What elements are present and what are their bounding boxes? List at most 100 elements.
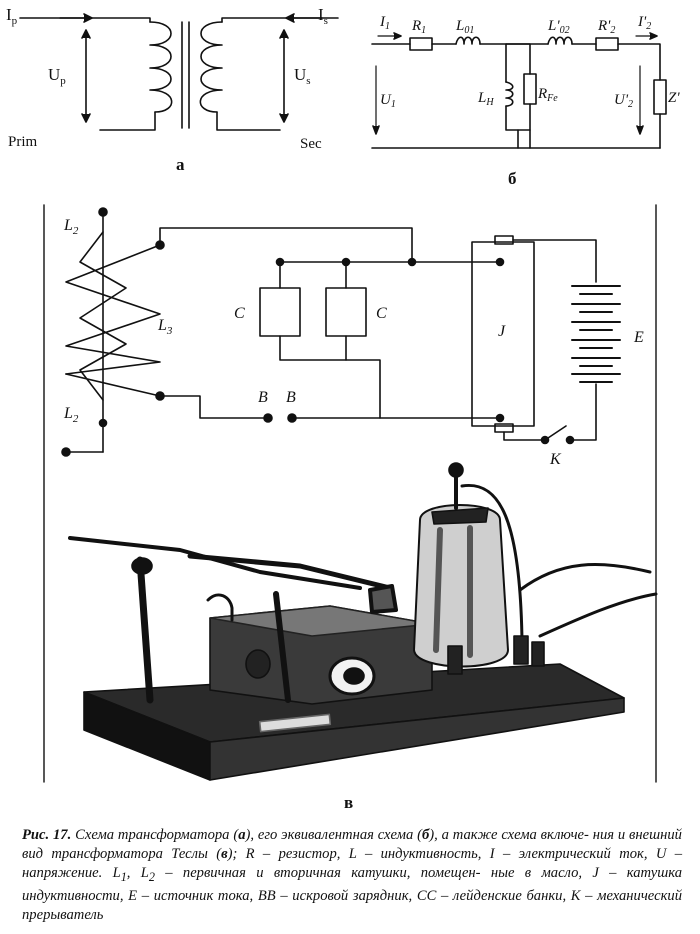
battery-to-switch xyxy=(571,383,597,441)
caption-text-1: Схема трансформатора ( xyxy=(71,827,239,843)
coil-knob xyxy=(245,649,271,679)
binding-post-2 xyxy=(513,635,529,665)
interrupter-spring xyxy=(206,593,234,622)
switch-blade xyxy=(544,425,567,441)
label-rfe: RFe xyxy=(537,86,558,104)
resistor-r1 xyxy=(409,37,433,51)
label-coil-j: J xyxy=(498,323,506,340)
secondary-coil xyxy=(199,21,223,113)
post-middle xyxy=(273,591,291,703)
caption-text-8: – первичная и вторичная катушки, помещен… xyxy=(154,865,481,881)
inductor-lh xyxy=(505,81,514,107)
cap1-lead-bottom xyxy=(279,335,381,419)
caption-text-9: ные в масло, J – катушка индуктивности, … xyxy=(22,865,682,904)
label-ip: Ip xyxy=(6,5,18,27)
terminal-top xyxy=(98,207,108,217)
binding-post-1 xyxy=(447,645,463,675)
equivalent-circuit-diagram xyxy=(371,32,667,149)
panel-letter-a: а xyxy=(176,155,185,174)
coil-to-switch xyxy=(503,431,546,441)
primary-current-arrowhead xyxy=(83,13,93,23)
capacitor-c2 xyxy=(325,287,367,337)
caption-text-6: электрический ток, U – напряжение. L xyxy=(22,846,683,881)
caption-text-2: ), его эквивалентная схема ( xyxy=(245,827,422,843)
tesla-circuit-diagram xyxy=(61,207,621,457)
interrupter-arm xyxy=(187,553,393,591)
external-wire-1 xyxy=(518,563,652,592)
label-i2: I'2 xyxy=(637,14,651,32)
label-z: Z' xyxy=(668,90,680,106)
external-wire-2 xyxy=(538,592,658,638)
label-cap2: C xyxy=(376,305,387,322)
u1-arrowhead xyxy=(372,125,380,135)
i1-arrowhead xyxy=(393,32,402,40)
figure-caption: Рис. 17. Схема трансформатора (а), его э… xyxy=(22,826,682,925)
base-board-side xyxy=(209,697,625,781)
interrupter-lever xyxy=(68,536,362,590)
secondary-voltage-arrowhead-bottom xyxy=(279,113,289,123)
spark-gap-left-wire xyxy=(159,395,269,419)
node-j-top xyxy=(495,257,505,267)
label-lh: LH xyxy=(477,90,494,108)
secondary-current-arrowhead xyxy=(285,13,295,23)
eq-top-wire-right xyxy=(617,43,661,81)
shunt-wire-rfe-bottom xyxy=(517,103,531,149)
label-u1: U1 xyxy=(380,92,396,110)
transformer-diagram xyxy=(19,13,339,131)
panel-letter-v: в xyxy=(344,793,353,812)
glass-jar xyxy=(413,504,509,668)
i2-arrowhead xyxy=(649,32,658,40)
induction-coil-j xyxy=(471,241,535,427)
primary-voltage-arrowhead-top xyxy=(81,29,91,39)
label-l3: L3 xyxy=(157,317,173,337)
battery-e xyxy=(571,285,621,383)
load-impedance xyxy=(653,79,667,115)
tesla-transformer-illustration xyxy=(68,462,658,781)
caption-ref-b: б xyxy=(421,827,430,843)
switch-contact-right xyxy=(565,435,575,445)
inductor-l02 xyxy=(547,36,573,45)
jar-lead xyxy=(460,483,524,642)
label-is: Is xyxy=(318,5,328,27)
label-switch-k: K xyxy=(549,451,562,468)
interrupter-bracket xyxy=(368,584,398,614)
caption-text-10: CC – лейденские банки, K – механический … xyxy=(22,887,682,923)
binding-post-3 xyxy=(531,641,545,667)
coil-to-battery xyxy=(512,239,597,283)
labels: Ip Up Is Us Prim Sec а I1 R1 L01 L'02 R'… xyxy=(6,5,680,812)
resistor-rfe xyxy=(523,73,537,105)
shunt-wire-rfe xyxy=(505,43,531,75)
secondary-winding-l2 xyxy=(79,231,127,401)
label-us: Us xyxy=(294,65,311,87)
jar-cap xyxy=(431,507,489,525)
label-i1: I1 xyxy=(379,14,390,32)
label-cap1: C xyxy=(234,305,245,322)
label-l01: L01 xyxy=(455,18,474,36)
label-r1: R1 xyxy=(411,18,426,36)
caption-text-3: ), а также схема включе- xyxy=(429,827,589,843)
jar-shading xyxy=(433,525,473,658)
secondary-voltage-arrowhead-top xyxy=(279,29,289,39)
wire-top xyxy=(159,227,413,263)
node-j-bottom xyxy=(495,413,505,423)
primary-voltage-arrowhead-bottom xyxy=(81,113,91,123)
label-l02: L'02 xyxy=(547,18,570,36)
coil-disc-inner xyxy=(343,667,365,685)
shunt-wire-lh-bottom xyxy=(505,105,531,131)
label-gap-b1: B xyxy=(258,389,268,406)
post-left xyxy=(136,556,154,704)
jar-terminal-ball xyxy=(448,462,464,478)
label-gap-b2: B xyxy=(286,389,296,406)
label-prim: Prim xyxy=(8,134,38,150)
caption-sub-2: 2 xyxy=(148,869,155,884)
capacitor-c1 xyxy=(259,287,301,337)
spark-gap-electrode-left xyxy=(263,413,273,423)
terminal-bottom xyxy=(98,418,108,428)
secondary-wire-bottom xyxy=(216,111,281,131)
panel-letter-b: б xyxy=(508,169,517,188)
caption-sub-1: 1 xyxy=(120,869,127,884)
u2-arrowhead xyxy=(636,125,644,135)
caption-text-5: ); R – резистор, L – индуктивность, I – xyxy=(227,846,511,862)
label-l2-bottom: L2 xyxy=(63,405,79,425)
